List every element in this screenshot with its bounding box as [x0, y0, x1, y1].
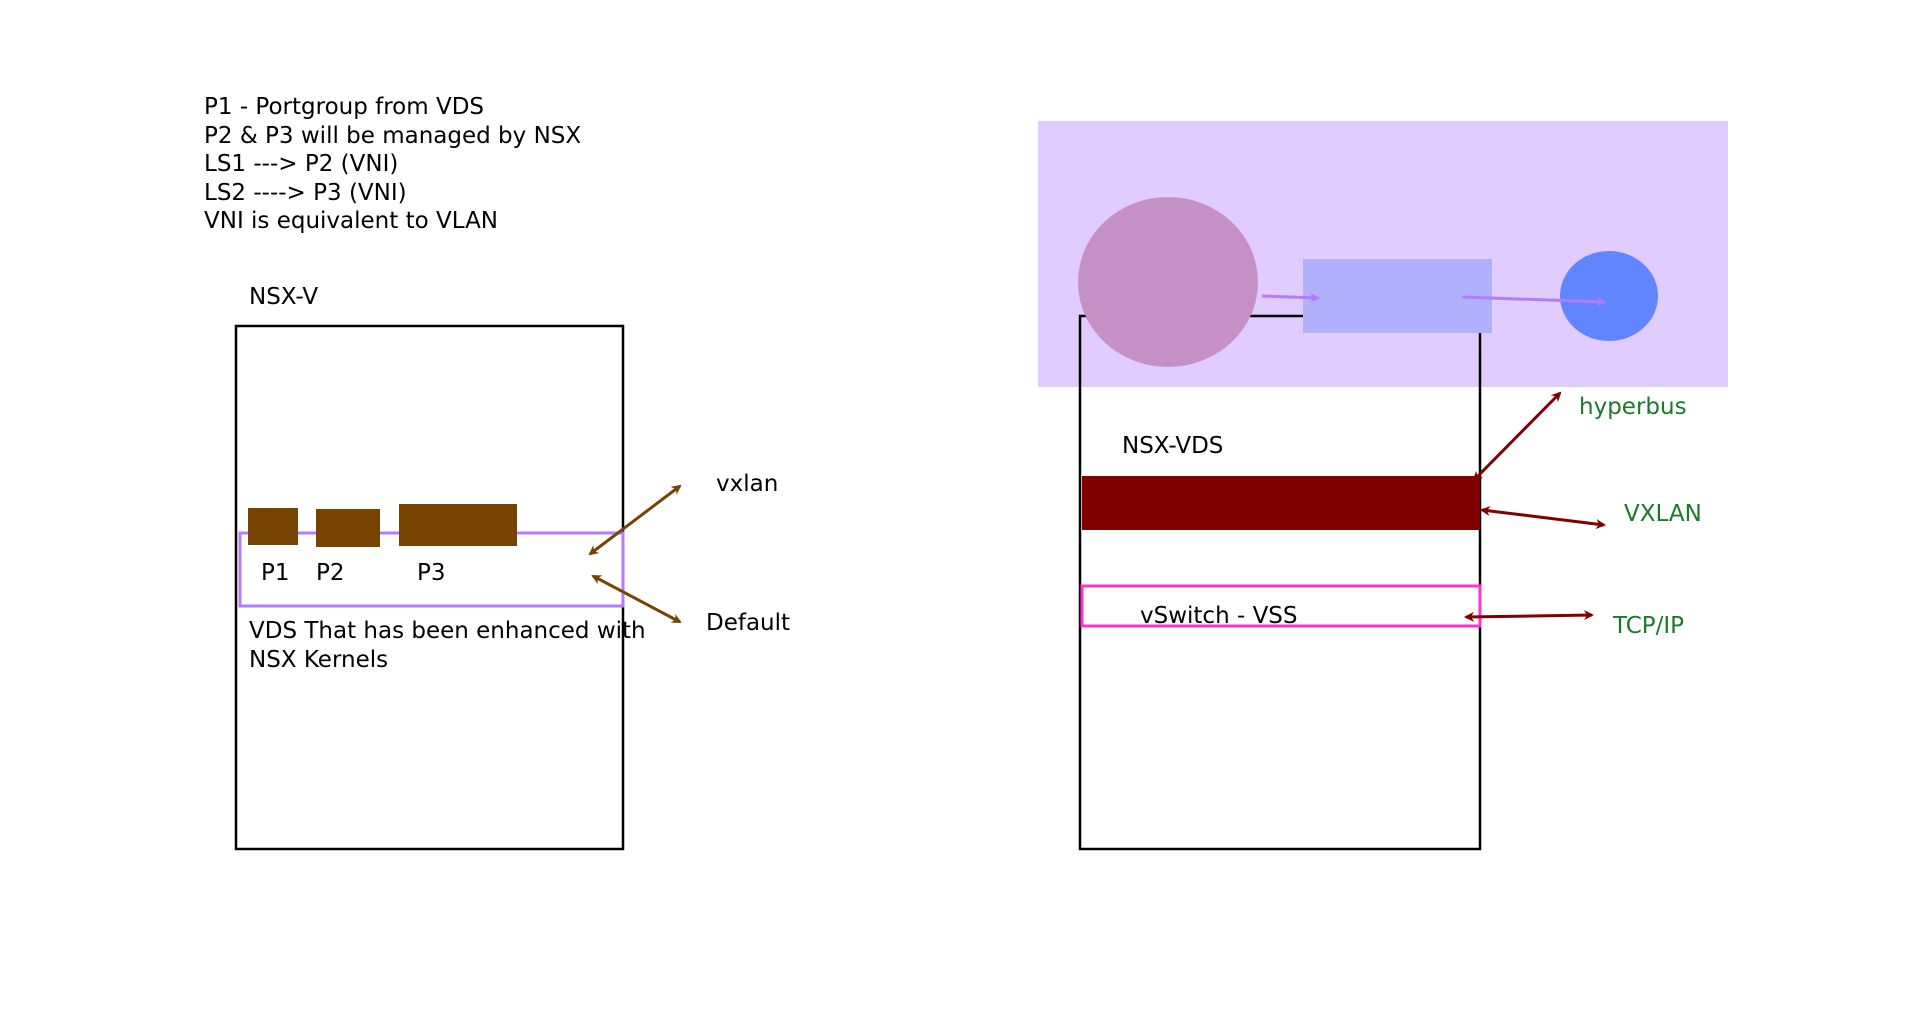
vxlan-label: vxlan: [716, 471, 779, 497]
nsx-v-host-box: [234, 324, 625, 851]
arrow-rect-to-circle: [1461, 295, 1607, 307]
port-p3: [399, 504, 517, 546]
nsx-vds-bar: [1082, 476, 1480, 530]
arrow-ellipse-to-rect: [1261, 292, 1320, 303]
default-label: Default: [706, 610, 791, 636]
arrow-vxlan: [588, 484, 682, 556]
note-line: LS2 ----> P3 (VNI): [204, 179, 407, 206]
tcpip-label: TCP/IP: [1613, 613, 1685, 639]
notes-list: P1 - Portgroup from VDS P2 & P3 will be …: [204, 93, 581, 236]
middle-rect-shape: [1303, 259, 1492, 333]
vds-description: VDS That has been enhanced with NSX Kern…: [249, 618, 646, 673]
nsx-vds-title: NSX-VDS: [1122, 433, 1224, 459]
hyperbus-label: hyperbus: [1579, 394, 1687, 420]
arrow-tcpip: [1464, 610, 1594, 622]
port-label-p1: P1: [261, 560, 290, 586]
vss-box: [1080, 584, 1482, 628]
nsx-v-title: NSX-V: [249, 284, 319, 310]
circle-shape: [1560, 251, 1658, 341]
port-label-p2: P2: [316, 560, 345, 586]
vxlan-right-label: VXLAN: [1624, 501, 1702, 527]
note-line: P1 - Portgroup from VDS: [204, 94, 485, 120]
note-line: VNI is equivalent to VLAN: [204, 208, 499, 234]
ellipse-shape: [1078, 197, 1258, 367]
port-p2: [316, 509, 380, 547]
note-line: P2 & P3 will be managed by NSX: [204, 122, 582, 149]
arrow-hyperbus: [1472, 391, 1562, 482]
nsx-vds-host-box: [1078, 314, 1482, 851]
vss-label: vSwitch - VSS: [1140, 603, 1298, 629]
arrow-default: [591, 574, 682, 624]
port-p1: [248, 508, 298, 545]
port-label-p3: P3: [417, 560, 446, 586]
arrow-vxlan-right: [1480, 506, 1606, 529]
note-line: LS1 ---> P2 (VNI): [204, 151, 399, 177]
